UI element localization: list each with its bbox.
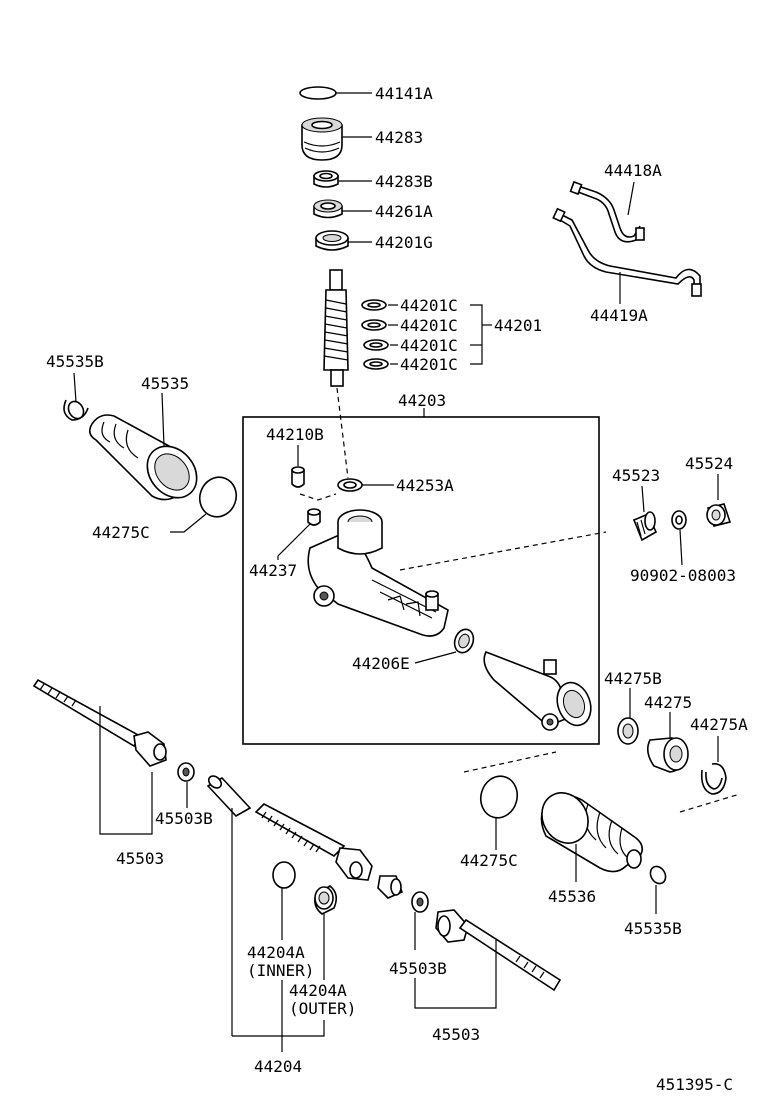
tie-rod-right-45503 (411, 891, 562, 1009)
tie-rod-left-45503 (32, 678, 195, 835)
label-45503-right: 45503 (432, 1025, 480, 1044)
label-45524: 45524 (685, 454, 733, 473)
label-45535B-top: 45535B (46, 352, 104, 371)
label-44275C-top: 44275C (92, 523, 150, 542)
label-44201: 44201 (494, 316, 542, 335)
nut-44283B (313, 170, 372, 188)
label-44201C-1: 44201C (400, 296, 458, 315)
gear-housing-box-44203 (242, 408, 600, 745)
label-44204A-inner: 44204A (247, 943, 305, 962)
label-44418A: 44418A (604, 161, 662, 180)
label-44204A-inner-note: (INNER) (247, 961, 314, 980)
label-44201C-2: 44201C (400, 316, 458, 335)
diagram-code: 451395-C (656, 1075, 733, 1094)
label-44210B: 44210B (266, 425, 324, 444)
right-bushing-parts-44275 (617, 688, 727, 795)
o-ring-44275C-bottom (479, 775, 519, 850)
gear-housing-parts (277, 445, 607, 731)
o-ring-44141A (299, 86, 372, 100)
pinion-shaft (323, 269, 349, 479)
label-44203: 44203 (398, 391, 446, 410)
label-44261A: 44261A (375, 202, 433, 221)
washer-90902-08003 (671, 510, 687, 566)
bushing-45523 (632, 485, 658, 542)
seal-44261A (313, 199, 372, 219)
label-44201C-3: 44201C (400, 336, 458, 355)
label-45523: 45523 (612, 466, 660, 485)
label-44275: 44275 (644, 693, 692, 712)
label-44275B: 44275B (604, 669, 662, 688)
nut-45524 (706, 474, 732, 527)
label-45535: 45535 (141, 374, 189, 393)
label-45503B-left: 45503B (155, 809, 213, 828)
label-44201G: 44201G (375, 233, 433, 252)
label-44419A: 44419A (590, 306, 648, 325)
seal-44201G (315, 230, 372, 251)
label-44253A: 44253A (396, 476, 454, 495)
label-44275C-bottom: 44275C (460, 851, 518, 870)
label-45503B-right: 45503B (389, 959, 447, 978)
dashed-leaders-right (463, 751, 741, 813)
label-44201C-4: 44201C (400, 355, 458, 374)
label-44283B: 44283B (375, 172, 433, 191)
pressure-tubes (552, 180, 702, 304)
cap-44283 (301, 117, 372, 161)
label-44204A-outer-note: (OUTER) (289, 999, 356, 1018)
bushing-44204A (232, 861, 338, 1052)
label-44204A-outer: 44204A (289, 981, 347, 1000)
label-45536: 45536 (548, 887, 596, 906)
boot-45535 (63, 372, 198, 501)
label-44141A: 44141A (375, 84, 433, 103)
o-ring-44275C-top (170, 476, 238, 533)
label-44283: 44283 (375, 128, 423, 147)
boot-45536 (540, 792, 667, 914)
label-45503-left: 45503 (116, 849, 164, 868)
label-44275A: 44275A (690, 715, 748, 734)
label-44237: 44237 (249, 561, 297, 580)
label-90902-08003: 90902-08003 (630, 566, 736, 585)
rack-bar (206, 775, 404, 1036)
label-44206E: 44206E (352, 654, 410, 673)
label-44204: 44204 (254, 1057, 302, 1076)
ring-44201C-set (361, 299, 492, 370)
label-45535B-bottom: 45535B (624, 919, 682, 938)
